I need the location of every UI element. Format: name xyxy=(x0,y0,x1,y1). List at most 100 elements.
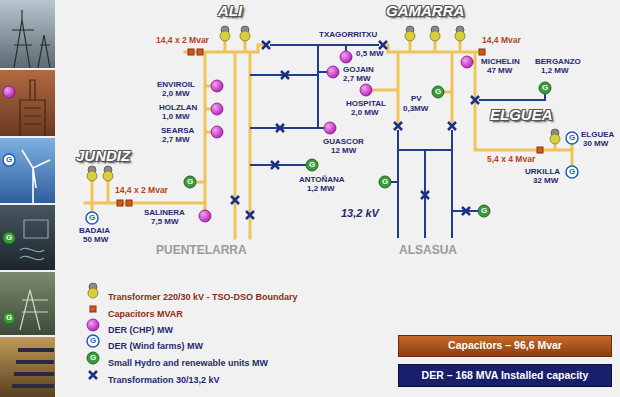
capacitor-symbol xyxy=(126,200,132,206)
der-label: MICHELIN xyxy=(480,58,521,66)
der-label: 1,0 MW xyxy=(161,113,191,121)
der-label: HOLZLAN xyxy=(158,104,198,112)
der-label: ENVIROIL xyxy=(156,81,196,89)
total-text: Capacitors – 96,6 Mvar xyxy=(448,340,562,352)
wind-symbol xyxy=(3,154,15,166)
der-label: 2,7 MW xyxy=(342,75,372,83)
der-label: 12 MW xyxy=(330,147,357,155)
area-name: ALSASUA xyxy=(398,244,458,256)
der-label: HOSPITAL xyxy=(345,100,387,108)
capacitor-symbol xyxy=(537,147,543,153)
transformer-symbol xyxy=(240,31,250,41)
der-label: 50 MW xyxy=(82,236,109,244)
station-name: ELGUEA xyxy=(490,107,553,122)
capacitor-symbol xyxy=(479,49,485,55)
legend-text: Capacitors MVAR xyxy=(108,309,183,319)
total-box: Capacitors – 96,6 Mvar xyxy=(398,335,612,357)
der-label: 47 MW xyxy=(486,67,513,75)
generator-letter: G xyxy=(90,354,96,362)
chp-symbol xyxy=(3,51,473,331)
photo-hydro xyxy=(0,205,55,270)
generator-letter: G xyxy=(481,207,487,215)
hydro-symbol xyxy=(306,159,318,171)
capacitor-symbol xyxy=(197,49,203,55)
chp-symbol xyxy=(199,210,211,222)
station-name: ALI xyxy=(218,3,242,18)
legend-row: DER (Wind farms) MW xyxy=(108,336,203,352)
transformer-symbol xyxy=(430,31,440,41)
station-name: GAMARRA xyxy=(386,3,464,18)
hydro-symbol xyxy=(478,205,490,217)
generator-letter: G xyxy=(90,337,96,345)
hydro-symbol xyxy=(3,82,551,364)
solar-panels xyxy=(12,350,54,386)
hydro-symbol xyxy=(3,232,15,244)
capacitor-symbol xyxy=(90,306,96,312)
legend-row: Small Hydro and renewable units MW xyxy=(108,353,268,369)
chp-symbol xyxy=(324,122,336,134)
station-name: JUNDIZ xyxy=(76,148,130,163)
transformer-symbol xyxy=(87,171,97,181)
generator-letter: G xyxy=(89,214,95,222)
generator-letter: G xyxy=(382,178,388,186)
dam-drawing xyxy=(20,290,48,330)
der-label: ELGUEA xyxy=(580,131,615,139)
tower-drawing xyxy=(12,10,50,68)
generator-letter: G xyxy=(6,156,12,164)
wind-symbol xyxy=(566,132,578,144)
transformer-symbol xyxy=(550,134,560,144)
transformer-symbol xyxy=(455,31,465,41)
generator-letter: G xyxy=(6,314,12,322)
der-label: 30 MW xyxy=(582,140,609,148)
generator-letter: G xyxy=(435,88,441,96)
der-label: 0,5 MW xyxy=(355,50,385,58)
legend-text: Transformer 220/30 kV - TSO-DSO Boundary xyxy=(108,292,298,302)
der-label: SEARSA xyxy=(160,127,195,135)
hydro-symbol xyxy=(87,352,99,364)
generator-letter: G xyxy=(309,161,315,169)
capacitor-rating: 14,4 Mvar xyxy=(481,36,522,45)
der-label: 32 MW xyxy=(532,177,559,185)
der-label: BADAIA xyxy=(78,227,111,235)
chp-symbol xyxy=(3,86,15,98)
generator-letter: G xyxy=(187,178,193,186)
der-label: 1,2 MW xyxy=(306,185,336,193)
der-label: 2,0 MW xyxy=(350,109,380,117)
der-label: 2,7 MW xyxy=(161,136,191,144)
legend-text: Small Hydro and renewable units MW xyxy=(108,358,268,368)
ground xyxy=(57,0,620,397)
legend-row: Transformer 220/30 kV - TSO-DSO Boundary xyxy=(108,287,298,303)
capacitor-symbol xyxy=(90,49,543,312)
wind-symbol xyxy=(87,335,99,347)
der-label: PV xyxy=(410,95,423,103)
chp-symbol xyxy=(340,51,352,63)
hydro-symbol xyxy=(184,176,196,188)
generator-letter: G xyxy=(6,234,12,242)
capacitor-symbol xyxy=(117,200,123,206)
chp-symbol xyxy=(87,319,99,331)
hydro-symbol xyxy=(539,82,551,94)
generator-letter: G xyxy=(569,168,575,176)
transformer-symbol xyxy=(87,26,560,298)
der-label: 0,3MW xyxy=(402,105,429,113)
wind-symbol xyxy=(3,132,578,347)
area-name: PUENTELARRA xyxy=(155,244,248,256)
capacitor-symbol xyxy=(188,49,194,55)
photo-small-hydro xyxy=(0,272,55,335)
transformer-symbol xyxy=(103,171,113,181)
capacitor-rating: 5,4 x 4 Mvar xyxy=(486,155,536,164)
generator-letter: G xyxy=(542,84,548,92)
der-label: ANTOÑANA xyxy=(298,176,346,184)
hydro-symbol xyxy=(432,86,444,98)
der-label: TXAGORRITXU xyxy=(318,31,378,39)
generator-letter: G xyxy=(569,134,575,142)
photo-wind-farm xyxy=(0,138,55,203)
legend-text: DER (CHP) MW xyxy=(108,325,173,335)
hydro-symbol xyxy=(3,312,15,324)
der-label: GOJAIN xyxy=(342,66,375,74)
capacitor-rating: 14,4 x 2 Mvar xyxy=(114,186,169,195)
total-text: DER – 168 MVA Installed capacity xyxy=(422,370,589,382)
legend-row: Transformation 30/13,2 kV xyxy=(108,370,220,386)
der-label: 2,0 MW xyxy=(161,90,191,98)
